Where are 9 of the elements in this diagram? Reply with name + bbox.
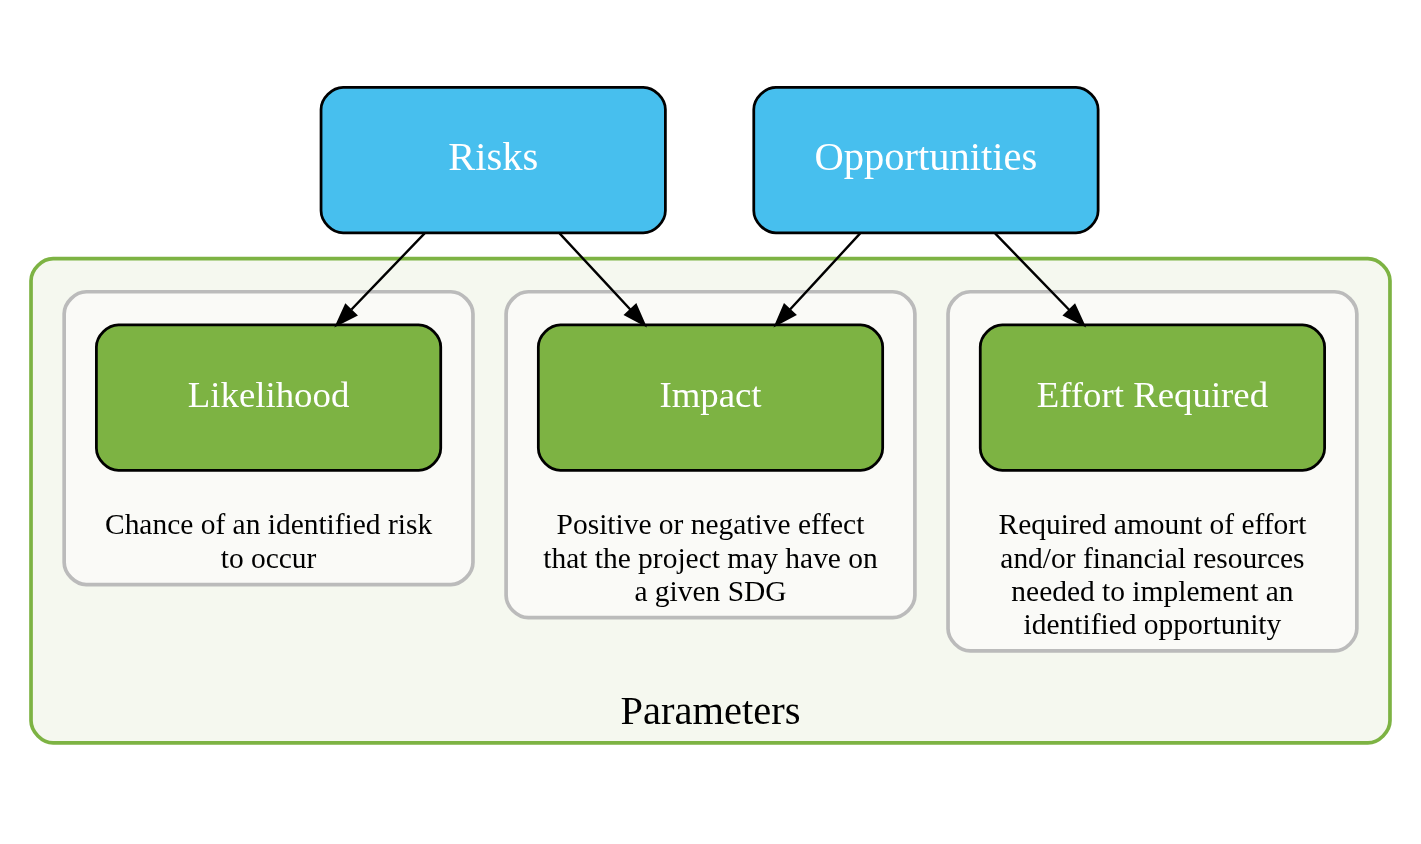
arrow (773, 232, 861, 327)
arrow (994, 232, 1087, 327)
arrow (334, 232, 426, 327)
arrow (558, 232, 647, 327)
node-box: Effort Required (978, 323, 1326, 472)
node-box: Risks (319, 85, 667, 234)
node-box: Impact (536, 323, 885, 472)
node-box: Opportunities (752, 85, 1100, 234)
node-box: Likelihood (95, 323, 443, 472)
